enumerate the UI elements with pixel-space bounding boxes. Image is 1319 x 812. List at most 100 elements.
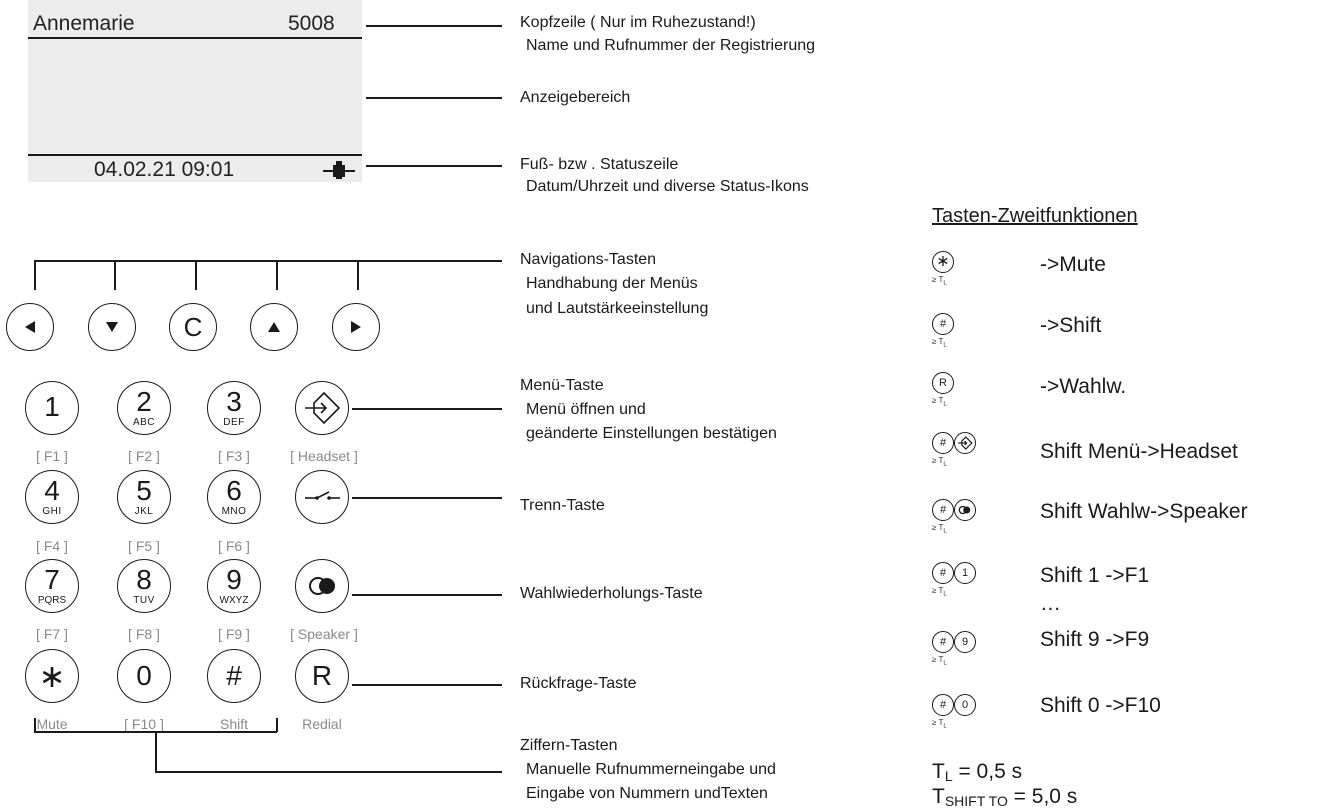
key-9-letters: WXYZ [219,595,249,606]
sf-key-0-label: 0 [961,699,969,711]
key-hash-sublabel: Shift [219,716,248,732]
menu-sub1: Menü öffnen und [526,401,646,418]
key-7-letters: PQRS [37,595,67,606]
key-5[interactable]: 5 JKL [117,470,171,524]
key-6-letters: MNO [221,506,247,517]
key-6-digit: 6 [226,475,242,506]
key-2[interactable]: 2 ABC [117,381,171,435]
key-9-sublabel: [ F9 ] [218,626,250,642]
rueck-title: Rückfrage-Taste [520,675,637,692]
sf-key-hash-6: # [932,562,954,584]
key-2-sublabel: [ F2 ] [128,448,160,464]
key-8[interactable]: 8 TUV [117,559,171,613]
key-3-digit: 3 [226,386,242,417]
key-7[interactable]: 7 PQRS [25,559,79,613]
key-1-digit: 1 [44,391,60,422]
nav-down-key[interactable] [88,303,136,351]
nav-left-key[interactable] [6,303,54,351]
digit-bracket-stem [155,731,157,772]
key-hash-digit: # [226,660,242,691]
sf-key-r-label: R [939,377,947,389]
key-hash[interactable]: # [207,649,261,703]
nav-sub2: und Lautstärkeeinstellung [526,300,709,317]
sf-key-star: ∗ [932,251,954,273]
sf-text-8: Shift 0 ->F10 [1040,694,1161,717]
sf-key-hash-8: # [932,694,954,716]
display-name: Annemarie [33,12,135,35]
key-3-letters: DEF [223,417,245,428]
r-key-label: R [311,660,333,691]
ziffern-sub2: Eingabe von Nummern undTexten [526,785,768,802]
anzeige-title: Anzeigebereich [520,89,631,106]
digit-bracket-right [276,718,278,732]
phone-display [28,0,362,182]
disconnect-key[interactable] [295,470,349,524]
kopfzeile-sub: Name und Rufnummer der Registrierung [526,37,816,54]
key-5-sublabel: [ F5 ] [128,538,160,554]
sf-text-4: Shift Menü->Headset [1040,440,1238,463]
nav-c-label: C [183,312,203,342]
tl-def-val: = 0,5 s [952,760,1023,783]
key-5-letters: JKL [134,506,154,517]
tshift-definition: TSHIFT TO = 5,0 s [932,785,1077,809]
sf-text-3: ->Wahlw. [1040,375,1127,398]
key-star[interactable]: ∗ [25,649,79,703]
sf-tl-8: ≥ TL [932,718,947,730]
sf-key-hash-5-label: # [939,504,947,516]
key-1-sublabel: [ F1 ] [36,448,68,464]
menu-key[interactable] [295,381,349,435]
sf-key-hash-6-label: # [939,567,947,579]
wahlw-title: Wahlwiederholungs-Taste [520,585,703,602]
key-3-sublabel: [ F3 ] [218,448,250,464]
menu-sub2: geänderte Einstellungen bestätigen [526,425,777,442]
sf-text-5: Shift Wahlw->Speaker [1040,500,1248,523]
leader-kopfzeile [366,25,502,27]
key-3[interactable]: 3 DEF [207,381,261,435]
menu-title: Menü-Taste [520,377,604,394]
r-key[interactable]: R [295,649,349,703]
leader-wahlw [352,594,502,596]
fuss-sub: Datum/Uhrzeit und diverse Status-Ikons [526,178,809,195]
key-star-digit: ∗ [38,658,66,694]
key-9[interactable]: 9 WXYZ [207,559,261,613]
key-0[interactable]: 0 [117,649,171,703]
key-8-digit: 8 [136,564,152,595]
nav-bracket-tick-5 [357,260,359,290]
key-8-letters: TUV [133,595,155,606]
display-datetime: 04.02.21 09:01 [94,158,235,181]
sf-key-hash-4-label: # [939,437,947,449]
nav-bracket-tick-4 [276,260,278,290]
nav-c-key[interactable]: C [169,303,217,351]
key-0-sublabel: [ F10 ] [124,716,164,732]
display-header-line [28,37,362,39]
key-6[interactable]: 6 MNO [207,470,261,524]
sf-key-hash-2-label: # [939,318,947,330]
key-0-digit: 0 [136,660,152,691]
redial-sublabel: Redial [302,716,342,732]
menu-enter-icon [305,391,341,425]
sf-key-hash-7-label: # [939,636,947,648]
key-7-digit: 7 [44,564,60,595]
sf-tl-6: ≥ TL [932,586,947,598]
key-7-sublabel: [ F7 ] [36,626,68,642]
sf-key-hash-5: # [932,499,954,521]
sf-key-menu [954,432,976,454]
leader-anzeige [366,97,502,99]
disconnect-icon [305,491,340,500]
redial-key[interactable] [295,559,349,613]
key-2-letters: ABC [132,417,156,428]
nav-up-key[interactable] [250,303,298,351]
left-arrow-icon [25,321,35,333]
nav-bracket-top [34,260,502,262]
key-1[interactable]: 1 [25,381,79,435]
leader-trenn [352,497,502,499]
sf-key-hash-8-label: # [939,699,947,711]
key-4[interactable]: 4 GHI [25,470,79,524]
fuss-title: Fuß- bzw . Statuszeile [520,156,679,173]
sf-text-6: Shift 1 ->F1 [1040,564,1150,587]
ziffern-sub1: Manuelle Rufnummerneingabe und [526,761,776,778]
key-4-sublabel: [ F4 ] [36,538,68,554]
sf-key-9-label: 9 [961,636,969,648]
key-star-sublabel: Mute [36,716,68,732]
nav-right-key[interactable] [332,303,380,351]
